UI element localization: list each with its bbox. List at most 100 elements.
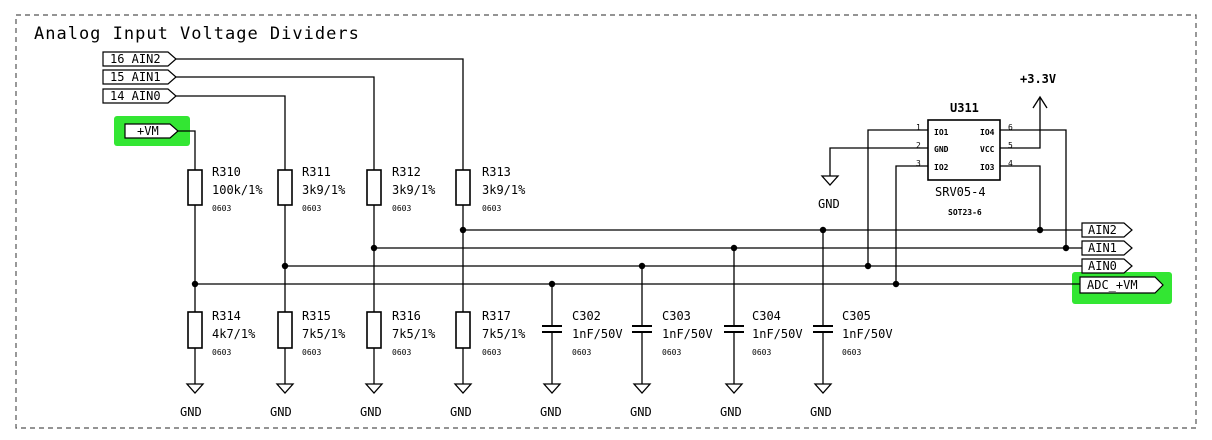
svg-text:IO2: IO2 xyxy=(934,163,949,172)
junction-r311 xyxy=(281,262,289,270)
wire-ic-io1 xyxy=(867,129,928,266)
gnd-label-c305: GND xyxy=(810,405,832,419)
r312-ref: R312 xyxy=(392,165,421,179)
output-label-ain1: AIN1 xyxy=(1081,240,1133,256)
gnd-label-r315: GND xyxy=(270,405,292,419)
svg-text:5: 5 xyxy=(1008,141,1013,150)
c302-value: 1nF/50V xyxy=(572,327,623,341)
c305-package: 0603 xyxy=(842,348,861,357)
r311-value: 3k9/1% xyxy=(302,183,346,197)
c302-ref: C302 xyxy=(572,309,601,323)
wire-ic-io4 xyxy=(1000,129,1067,248)
gnd-ic: GND xyxy=(818,197,840,211)
svg-text:14_AIN0: 14_AIN0 xyxy=(110,89,161,103)
r310-value: 100k/1% xyxy=(212,183,263,197)
svg-text:15_AIN1: 15_AIN1 xyxy=(110,70,161,84)
ic-u311: U311 SRV05-4 SOT23-6 IO1 GND IO2 1 2 3 I… xyxy=(916,101,1013,217)
r313-ref: R313 xyxy=(482,165,511,179)
wire-ic-io2 xyxy=(895,165,928,284)
svg-text:4: 4 xyxy=(1008,159,1013,168)
junction-r310 xyxy=(191,280,199,288)
svg-text:GND: GND xyxy=(934,145,949,154)
r312-value: 3k9/1% xyxy=(392,183,436,197)
output-label-ain2: AIN2 xyxy=(1081,222,1133,238)
r316-ref: R316 xyxy=(392,309,421,323)
svg-text:IO1: IO1 xyxy=(934,128,949,137)
svg-text:+VM: +VM xyxy=(137,124,159,138)
gnd-label-r316: GND xyxy=(360,405,382,419)
gnd-cap-symbol-3 xyxy=(813,383,833,394)
resistor-bottom-1 xyxy=(277,311,293,349)
r316-package: 0603 xyxy=(392,348,411,357)
ic-package: SOT23-6 xyxy=(948,208,982,217)
r313-value: 3k9/1% xyxy=(482,183,526,197)
wire-ic-vcc xyxy=(1000,98,1041,149)
resistor-top-1 xyxy=(277,169,293,206)
gnd-symbol-1 xyxy=(275,383,295,394)
wire-16-ain2 xyxy=(176,58,464,170)
svg-text:AIN2: AIN2 xyxy=(1088,223,1117,237)
r310-ref: R310 xyxy=(212,165,241,179)
ic-part: SRV05-4 xyxy=(935,185,986,199)
gnd-label-c302: GND xyxy=(540,405,562,419)
gnd-label-r317: GND xyxy=(450,405,472,419)
resistor-top-0 xyxy=(187,169,203,206)
svg-text:GND: GND xyxy=(818,197,840,211)
c305-value: 1nF/50V xyxy=(842,327,893,341)
c304-ref: C304 xyxy=(752,309,781,323)
component-labels: R310 100k/1% 0603 R311 3k9/1% 0603 R312 … xyxy=(212,165,893,357)
wire-ic-gnd xyxy=(829,147,928,176)
svg-text:16_AIN2: 16_AIN2 xyxy=(110,52,161,66)
power-arrow xyxy=(1032,95,1048,109)
r315-package: 0603 xyxy=(302,348,321,357)
wire-vm xyxy=(178,130,196,170)
output-label-adc-vm: ADC_+VM xyxy=(1079,276,1164,294)
junction-io1 xyxy=(864,262,872,270)
svg-text:1: 1 xyxy=(916,123,921,132)
gnd-label-c303: GND xyxy=(630,405,652,419)
junction-r313 xyxy=(459,226,467,234)
highlights xyxy=(114,116,1172,304)
resistor-bottom-2 xyxy=(366,311,382,349)
resistor-bottom-0 xyxy=(187,311,203,349)
junction-io3 xyxy=(1036,226,1044,234)
svg-text:6: 6 xyxy=(1008,123,1013,132)
c303-package: 0603 xyxy=(662,348,681,357)
r314-package: 0603 xyxy=(212,348,231,357)
r316-value: 7k5/1% xyxy=(392,327,436,341)
c304-value: 1nF/50V xyxy=(752,327,803,341)
svg-text:AIN1: AIN1 xyxy=(1088,241,1117,255)
svg-text:IO3: IO3 xyxy=(980,163,995,172)
svg-text:+3.3V: +3.3V xyxy=(1020,72,1056,86)
wire-15-ain1 xyxy=(176,76,375,170)
r313-package: 0603 xyxy=(482,204,501,213)
power-3v3: +3.3V xyxy=(1020,72,1056,86)
svg-text:VCC: VCC xyxy=(980,145,995,154)
r315-value: 7k5/1% xyxy=(302,327,346,341)
c304-package: 0603 xyxy=(752,348,771,357)
resistor-bottom-3 xyxy=(455,311,471,349)
resistor-top-3 xyxy=(455,169,471,206)
c303-value: 1nF/50V xyxy=(662,327,713,341)
gnd-labels: GND GND GND GND GND GND GND GND xyxy=(180,405,832,419)
r311-ref: R311 xyxy=(302,165,331,179)
input-label-vm: +VM xyxy=(124,123,179,139)
input-label-14-ain0: 14_AIN0 xyxy=(102,88,177,104)
sheet-frame xyxy=(15,14,1197,429)
r310-package: 0603 xyxy=(212,204,231,213)
junction-r312 xyxy=(370,244,378,252)
gnd-symbol-3 xyxy=(453,383,473,394)
sheet-title: Analog Input Voltage Dividers xyxy=(34,24,360,44)
gnd-label-c304: GND xyxy=(720,405,742,419)
gnd-symbol-0 xyxy=(185,383,205,394)
svg-text:2: 2 xyxy=(916,141,921,150)
gnd-symbol-2 xyxy=(364,383,384,394)
gnd-cap-symbol-1 xyxy=(632,383,652,394)
junction-io2 xyxy=(892,280,900,288)
wire-14-ain0 xyxy=(176,95,286,170)
r317-package: 0603 xyxy=(482,348,501,357)
svg-text:AIN0: AIN0 xyxy=(1088,259,1117,273)
wires xyxy=(176,58,1082,384)
svg-text:U311: U311 xyxy=(950,101,979,115)
